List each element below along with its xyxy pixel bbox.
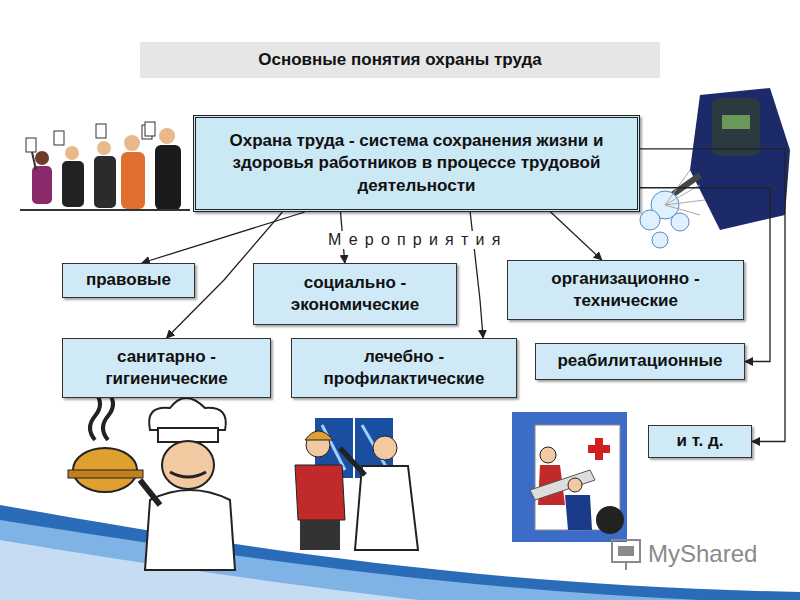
illustration-part xyxy=(162,441,214,489)
illustration-part xyxy=(596,506,624,534)
illustration-part xyxy=(121,125,152,209)
ambulance-figure xyxy=(512,412,627,542)
title-text: Основные понятия охраны труда xyxy=(140,42,660,78)
illustration-part xyxy=(54,131,64,145)
illustration-part xyxy=(618,546,634,556)
illustration-part xyxy=(712,98,760,156)
illustration-part xyxy=(20,209,190,211)
doctor-worker-figure xyxy=(295,418,418,550)
box-text: организационно - технические xyxy=(516,268,735,312)
illustration-part xyxy=(671,213,689,231)
illustration-part xyxy=(595,438,603,460)
illustration-part xyxy=(540,447,556,463)
illustration-part xyxy=(295,465,345,520)
illustration-part xyxy=(124,135,140,151)
box-text: санитарно - гигиенические xyxy=(71,346,262,390)
measure-box: и т. д. xyxy=(648,425,752,458)
illustration-part xyxy=(26,138,52,204)
measure-box: реабилитационные xyxy=(535,343,745,380)
illustration-part xyxy=(97,141,111,155)
illustration-part xyxy=(94,124,116,208)
box-text: правовые xyxy=(86,269,171,291)
box-text: лечебно - профилактические xyxy=(300,346,508,390)
illustration-part xyxy=(640,210,660,230)
illustration-part xyxy=(159,128,175,144)
illustration-part xyxy=(373,436,397,460)
illustration-part xyxy=(140,480,160,505)
illustration-part xyxy=(158,428,218,442)
illustration-part xyxy=(35,151,49,165)
welder-figure xyxy=(640,88,790,248)
illustration-part xyxy=(26,138,36,152)
illustration-part xyxy=(340,448,365,475)
group-caption: Мероприятия xyxy=(325,231,511,249)
illustration-part xyxy=(722,115,750,129)
illustration-part xyxy=(65,146,79,160)
illustration-part xyxy=(68,470,143,478)
box-text: социально - экономические xyxy=(262,272,448,316)
watermark-icon xyxy=(612,540,640,570)
measure-box: организационно - технические xyxy=(507,260,744,320)
illustration-part xyxy=(145,122,155,136)
illustration-part xyxy=(625,562,627,570)
illustration-part xyxy=(512,412,627,542)
illustration-part xyxy=(32,166,52,204)
box-text: Охрана труда - система сохранения жизни … xyxy=(206,130,627,196)
arrow-connector xyxy=(142,212,305,263)
illustration-part xyxy=(690,88,790,230)
box-text: и т. д. xyxy=(677,430,724,452)
illustration-part xyxy=(62,161,84,207)
illustration-part xyxy=(612,540,640,562)
illustration-part xyxy=(565,495,592,530)
chef-figure xyxy=(68,392,235,570)
illustration-part xyxy=(305,431,333,440)
watermark: MyShared xyxy=(648,540,757,568)
measure-box: лечебно - профилактические xyxy=(291,338,517,398)
illustration-part xyxy=(300,520,340,550)
illustration-part xyxy=(155,145,181,210)
measure-box: социально - экономические xyxy=(253,263,457,325)
voters-figure xyxy=(20,122,190,210)
illustration-part xyxy=(145,122,181,210)
illustration-part xyxy=(94,156,116,208)
illustration-part xyxy=(32,152,36,170)
illustration-part xyxy=(96,124,106,138)
arrow-connector xyxy=(551,212,602,260)
illustration-part xyxy=(90,392,113,440)
illustration-part xyxy=(568,478,582,492)
box-text: реабилитационные xyxy=(557,350,722,372)
illustration-part xyxy=(652,232,668,248)
illustration-part xyxy=(149,398,226,430)
illustration-part xyxy=(355,466,418,550)
measure-box: санитарно - гигиенические xyxy=(62,338,271,398)
illustration-part xyxy=(54,131,84,207)
illustration-part xyxy=(665,170,705,215)
illustration-part xyxy=(121,152,145,209)
measure-box: правовые xyxy=(62,263,195,298)
illustration-part xyxy=(170,472,206,477)
definition-box: Охрана труда - система сохранения жизни … xyxy=(193,115,640,212)
